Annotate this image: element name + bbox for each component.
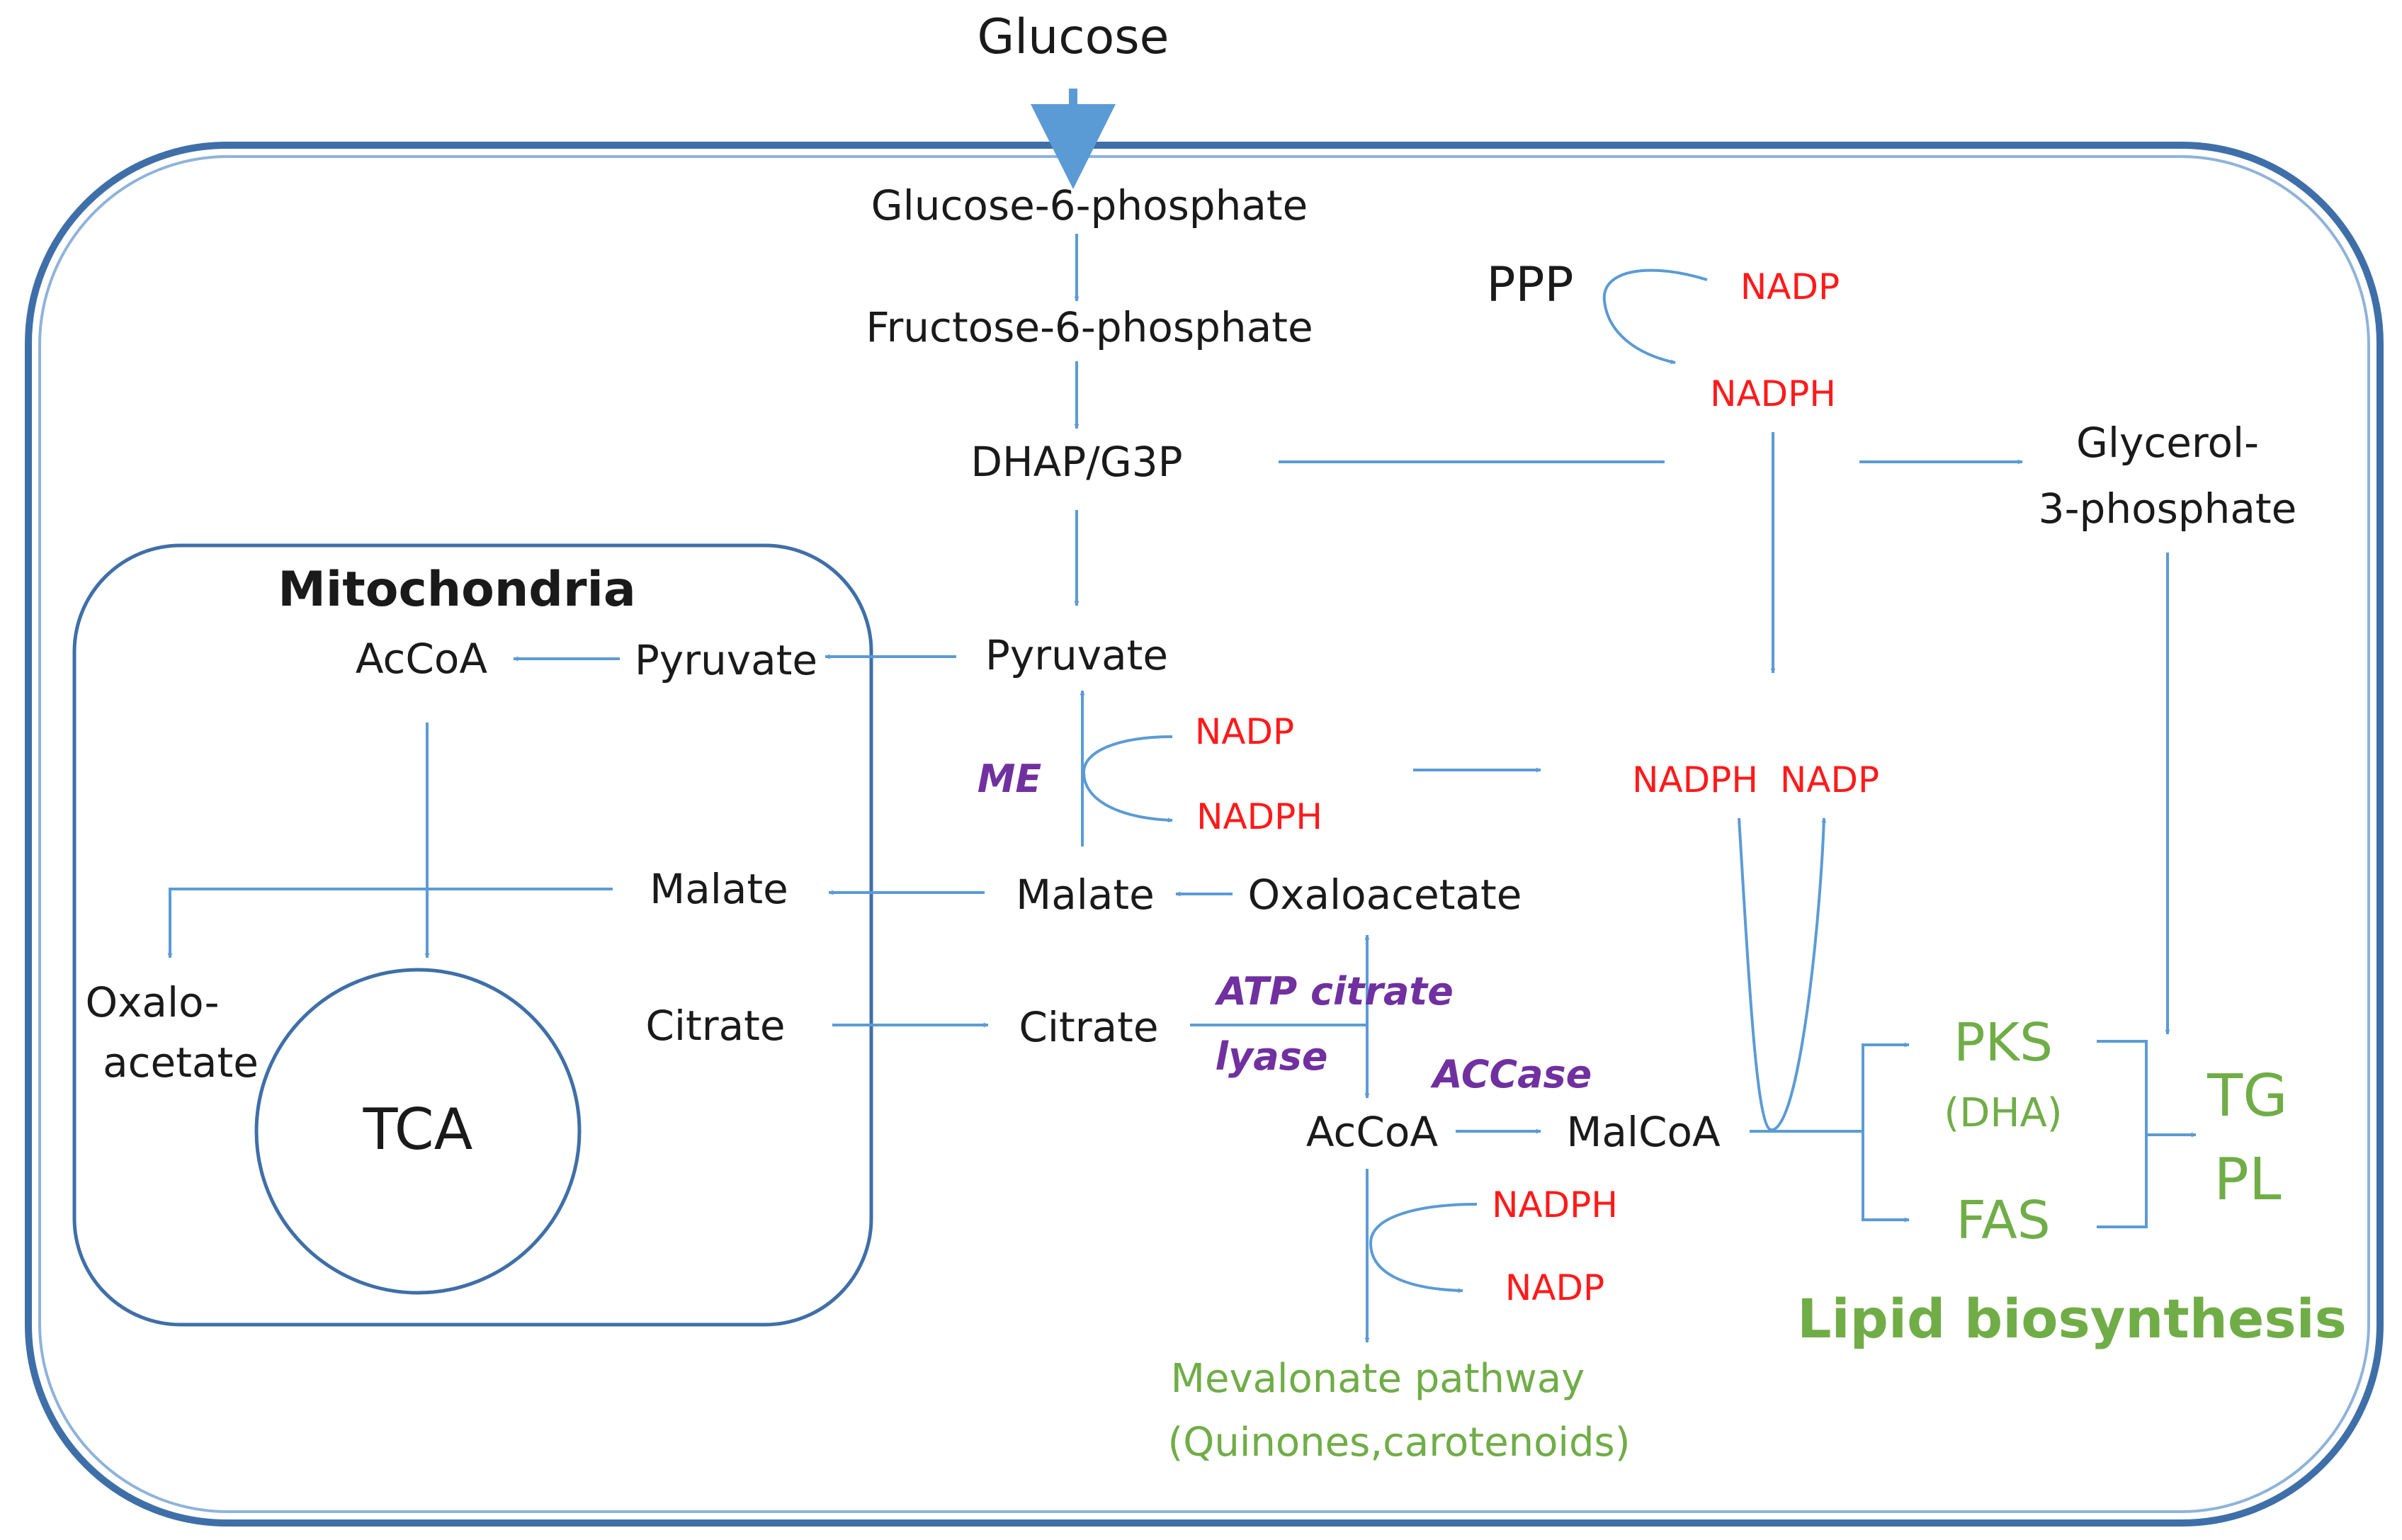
- glucose-label: Glucose: [978, 9, 1169, 65]
- citrate-cytosol-label: Citrate: [1019, 1003, 1158, 1051]
- ppp-nadph-label: NADPH: [1710, 373, 1836, 414]
- pks-label: PKS: [1954, 1012, 2053, 1073]
- ppp-cofactor-curve: [1602, 268, 1708, 365]
- me-nadph-label: NADPH: [1196, 796, 1322, 837]
- dha-label: (DHA): [1944, 1090, 2062, 1136]
- branch-to-pks-arrow: [1862, 1042, 1910, 1131]
- mito-malate-to-oxaloacetate-arrow: [167, 888, 613, 958]
- mevalonate-pathway-label-line1: Mevalonate pathway: [1171, 1356, 1585, 1402]
- cell-membrane: [25, 142, 2384, 1527]
- dhap-g3p-label: DHAP/G3P: [970, 438, 1182, 486]
- pool-nadp-label: NADP: [1780, 759, 1879, 800]
- tca-cycle-circle: [254, 968, 582, 1295]
- oxaloacetate-mito-label-line1: Oxalo-: [85, 978, 219, 1026]
- lipid-biosynthesis-label: Lipid biosynthesis: [1797, 1287, 2347, 1350]
- atp-citrate-lyase-label-line1: ATP citrate: [1214, 969, 1454, 1014]
- oxaloacetate-mito-label-line2: acetate: [103, 1038, 259, 1087]
- ppp-nadp-label: NADP: [1740, 266, 1840, 307]
- mevalonate-nadph-label: NADPH: [1492, 1184, 1618, 1225]
- me-nadp-label: NADP: [1195, 711, 1294, 752]
- pyruvate-cytosol-label: Pyruvate: [985, 631, 1168, 679]
- glycerol-3-phosphate-label-line1: Glycerol-: [2076, 419, 2259, 467]
- malate-cytosol-label: Malate: [1016, 871, 1155, 919]
- tca-label: TCA: [363, 1097, 473, 1162]
- tg-label: TG: [2206, 1063, 2288, 1130]
- malate-mito-label: Malate: [650, 865, 788, 913]
- mitochondria-title: Mitochondria: [278, 562, 635, 618]
- mitochondria-membrane: [72, 543, 873, 1327]
- pyruvate-mito-label: Pyruvate: [635, 636, 817, 684]
- branch-to-fas-arrow: [1862, 1131, 1910, 1223]
- accase-label: ACCase: [1430, 1052, 1592, 1097]
- acoa-mito-label: AcCoA: [356, 635, 488, 683]
- mevalonate-cofactor-curve: [1369, 1203, 1478, 1293]
- pks-fas-join-line: [2097, 1040, 2148, 1228]
- acoa-cytosol-label: AcCoA: [1306, 1108, 1439, 1156]
- malcoa-label: MalCoA: [1566, 1108, 1721, 1156]
- fas-label: FAS: [1956, 1190, 2050, 1251]
- mevalonate-pathway-label-line2: (Quinones,carotenoids): [1167, 1420, 1630, 1466]
- atp-citrate-lyase-label-line2: lyase: [1216, 1034, 1328, 1079]
- glycerol-3-phosphate-label-line2: 3-phosphate: [2039, 485, 2297, 533]
- pl-label: PL: [2214, 1146, 2281, 1213]
- pool-loop: [1738, 817, 1827, 1132]
- pool-nadph-label: NADPH: [1632, 759, 1758, 800]
- me-cofactor-curve: [1082, 735, 1173, 823]
- ppp-label: PPP: [1486, 257, 1573, 313]
- malic-enzyme-label: ME: [978, 757, 1042, 801]
- mevalonate-nadp-label: NADP: [1505, 1267, 1604, 1308]
- fructose-6-phosphate-label: Fructose-6-phosphate: [866, 303, 1313, 351]
- glucose-6-phosphate-label: Glucose-6-phosphate: [871, 181, 1308, 230]
- oxaloacetate-cytosol-label: Oxaloacetate: [1248, 871, 1522, 919]
- pathway-arrows: [167, 89, 2197, 1343]
- citrate-mito-label: Citrate: [645, 1002, 785, 1050]
